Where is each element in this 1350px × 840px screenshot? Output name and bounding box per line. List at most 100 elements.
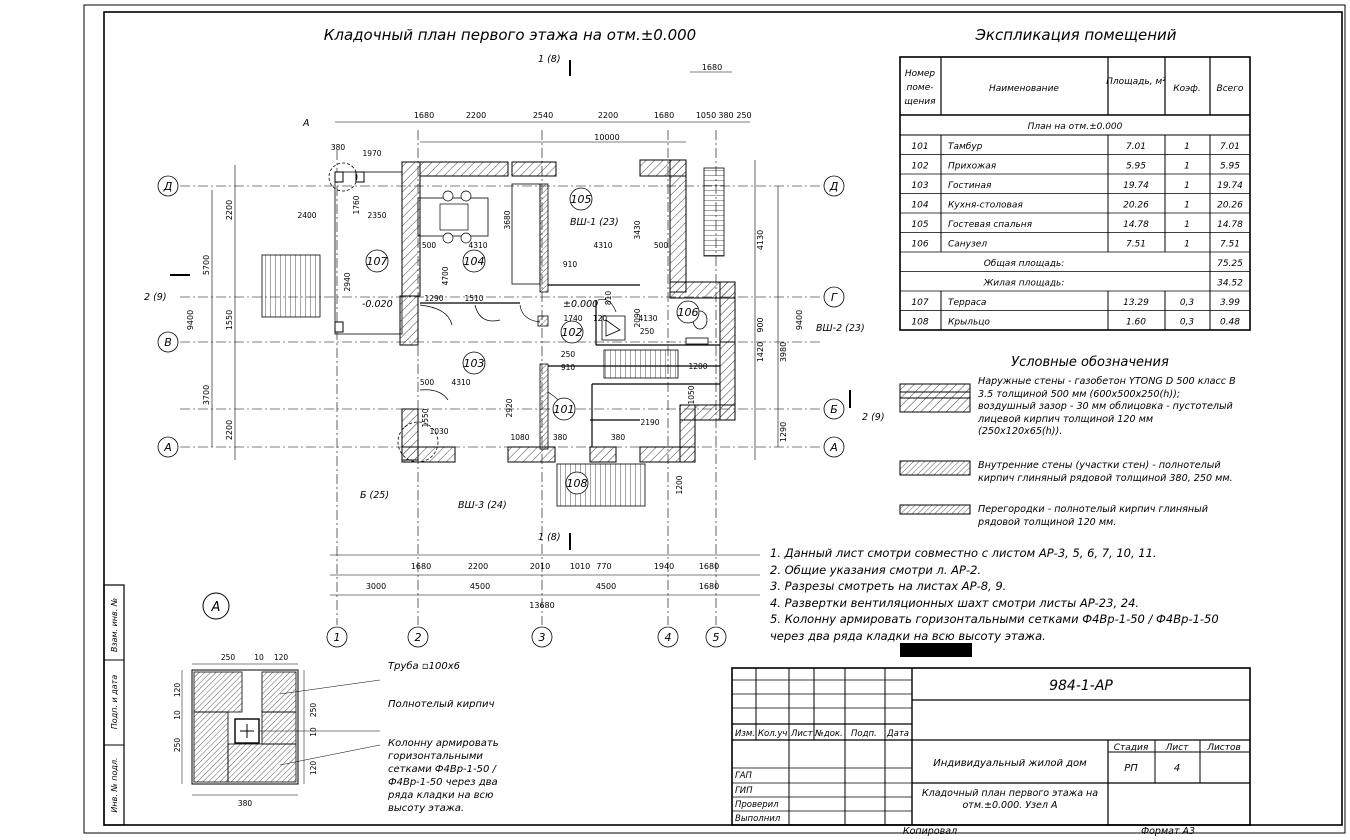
col-area: Площадь, м² xyxy=(1106,77,1166,87)
axis-label-5: 5 xyxy=(713,631,720,644)
expl-cell-num: 107 xyxy=(911,298,928,308)
dim-bottom-1: 1680 xyxy=(411,562,431,571)
dim-misc-3: 2400 xyxy=(297,211,316,220)
expl-cell-name: Гостевая спальня xyxy=(948,220,1033,230)
dim-misc-21: 1080 xyxy=(510,433,529,442)
axis-label-d-left: Д xyxy=(163,180,173,193)
plan-title: Кладочный план первого этажа на отм.±0.0… xyxy=(324,26,696,44)
expl-living_label: Жилая площадь: xyxy=(983,279,1065,289)
dim-misc-2: 1970 xyxy=(362,149,381,158)
dim-misc-8: 3430 xyxy=(633,220,642,239)
note-1: 1. Данный лист смотри совместно с листом… xyxy=(770,546,1157,560)
room-104: 104 xyxy=(464,255,485,268)
expl-cell-name: Прихожая xyxy=(948,162,997,172)
dim-top-8: 250 xyxy=(736,111,751,120)
tb-h-izm: Изм. xyxy=(735,729,755,739)
dim-top-2: 2200 xyxy=(466,111,486,120)
node-dim-5: 10 xyxy=(173,710,182,720)
dim-top-6: 1050 xyxy=(696,111,716,120)
expl-cell-total: 19.74 xyxy=(1217,181,1243,191)
expl-total_value: 75.25 xyxy=(1217,259,1243,269)
dim-bottom-4: 1010 xyxy=(570,562,590,571)
dim-misc-12: 1510 xyxy=(464,294,483,303)
dim-bottom-total: 13680 xyxy=(529,601,554,610)
node-a-mark: А xyxy=(211,600,221,615)
tb-stage: РП xyxy=(1124,763,1138,774)
tb-drawing-title: Кладочный план первого этажа на отм.±0.0… xyxy=(921,788,1099,811)
tb-h-podp: Подп. xyxy=(851,729,877,739)
axis-label-a-left: А xyxy=(163,441,172,454)
dim-top-3: 2540 xyxy=(533,111,553,120)
expl-cell-num: 101 xyxy=(911,142,928,152)
node-mark-a: А xyxy=(302,118,310,129)
dim-top-5: 1680 xyxy=(654,111,674,120)
expl-cell-k: 1 xyxy=(1184,240,1190,250)
expl-cell-total: 14.78 xyxy=(1217,220,1243,230)
note-4: 4. Развертки вентиляционных шахт смотри … xyxy=(770,595,1140,610)
expl-cell-name: Кухня-столовая xyxy=(948,201,1023,211)
dim-misc-34: 2940 xyxy=(343,272,352,291)
room-103: 103 xyxy=(464,357,485,370)
room-107: 107 xyxy=(367,255,388,268)
dim-misc-24: 380 xyxy=(553,433,568,442)
dim-misc-13: 910 xyxy=(563,260,578,269)
dim-misc-22: 1030 xyxy=(429,427,448,436)
dim-misc-9: 4310 xyxy=(593,241,612,250)
note-3: 3. Разрезы смотреть на листах АР-8, 9. xyxy=(770,579,1007,593)
dim-bottom-3: 2010 xyxy=(530,562,550,571)
expl-cell-area: 1.60 xyxy=(1126,318,1146,328)
col-num-1: Номер xyxy=(905,69,936,79)
node-dim-3: 120 xyxy=(274,653,289,662)
dim-top-total: 10000 xyxy=(594,133,619,142)
expl-cell-num: 105 xyxy=(911,220,928,230)
dim-misc-11: 1290 xyxy=(424,294,443,303)
col-total: Всего xyxy=(1217,84,1244,94)
dim-misc-16: 2090 xyxy=(633,308,642,327)
dim-misc-32: 120 xyxy=(593,314,608,323)
axis-label-d-right: Д xyxy=(829,180,839,193)
dim-bottom-2: 2200 xyxy=(468,562,488,571)
dim-left-6: 2200 xyxy=(225,420,234,440)
tb-checked: Проверил xyxy=(735,800,779,810)
section-title: План на отм.±0.000 xyxy=(1028,122,1123,132)
axis-label-v-left: В xyxy=(164,336,172,349)
expl-cell-total: 0.48 xyxy=(1220,318,1240,328)
expl-cell-area: 7.51 xyxy=(1126,240,1146,250)
expl-cell-num: 106 xyxy=(911,240,928,250)
section-2-right: 2 (9) xyxy=(862,412,885,423)
room-102: 102 xyxy=(562,326,583,339)
expl-cell-num: 108 xyxy=(911,318,928,328)
dim-top-right: 1680 xyxy=(702,63,722,72)
dim-misc-27: 1050 xyxy=(687,385,696,404)
tb-gip: ГИП xyxy=(735,786,753,796)
legend-swatches xyxy=(899,383,971,515)
room-101: 101 xyxy=(554,403,575,416)
col-num-2: поме- xyxy=(907,83,934,93)
expl-cell-area: 7.01 xyxy=(1126,142,1146,152)
dim-misc-18: 500 xyxy=(420,378,435,387)
dim-misc-28: 1200 xyxy=(688,362,707,371)
col-num-3: щения xyxy=(904,97,936,107)
side-stamp-1: Взам. инв. № xyxy=(110,598,119,652)
dim-right-6: 900 xyxy=(756,317,765,332)
tb-stage-label: Стадия xyxy=(1114,743,1149,753)
tb-copied: Копировал xyxy=(903,826,957,837)
dim-right-2: 9400 xyxy=(795,310,804,330)
node-dim-6: 250 xyxy=(173,738,182,753)
axis-label-2: 2 xyxy=(415,631,422,644)
expl-cell-total: 7.51 xyxy=(1220,240,1240,250)
expl-cell-k: 0,3 xyxy=(1180,318,1195,328)
node-label-brick: Полнотелый кирпич xyxy=(388,699,495,710)
expl-cell-k: 1 xyxy=(1184,142,1190,152)
dim-top-1: 1680 xyxy=(414,111,434,120)
node-mark-b: Б (25) xyxy=(360,490,389,501)
dim-misc-5: 500 xyxy=(422,241,437,250)
side-stamp: Взам. инв. № Подп. и дата Инв. № подл. xyxy=(103,584,125,826)
tb-project: Индивидуальный жилой дом xyxy=(933,758,1087,769)
room-105: 105 xyxy=(571,193,592,206)
shaft-1: ВШ-1 (23) xyxy=(570,217,619,228)
col-k: Коэф. xyxy=(1173,84,1200,94)
tb-h-data: Дата xyxy=(886,729,909,739)
dim-left-4: 1550 xyxy=(225,310,234,330)
node-a-detail: А 250 10 120 120 10 250 250 xyxy=(173,592,381,808)
